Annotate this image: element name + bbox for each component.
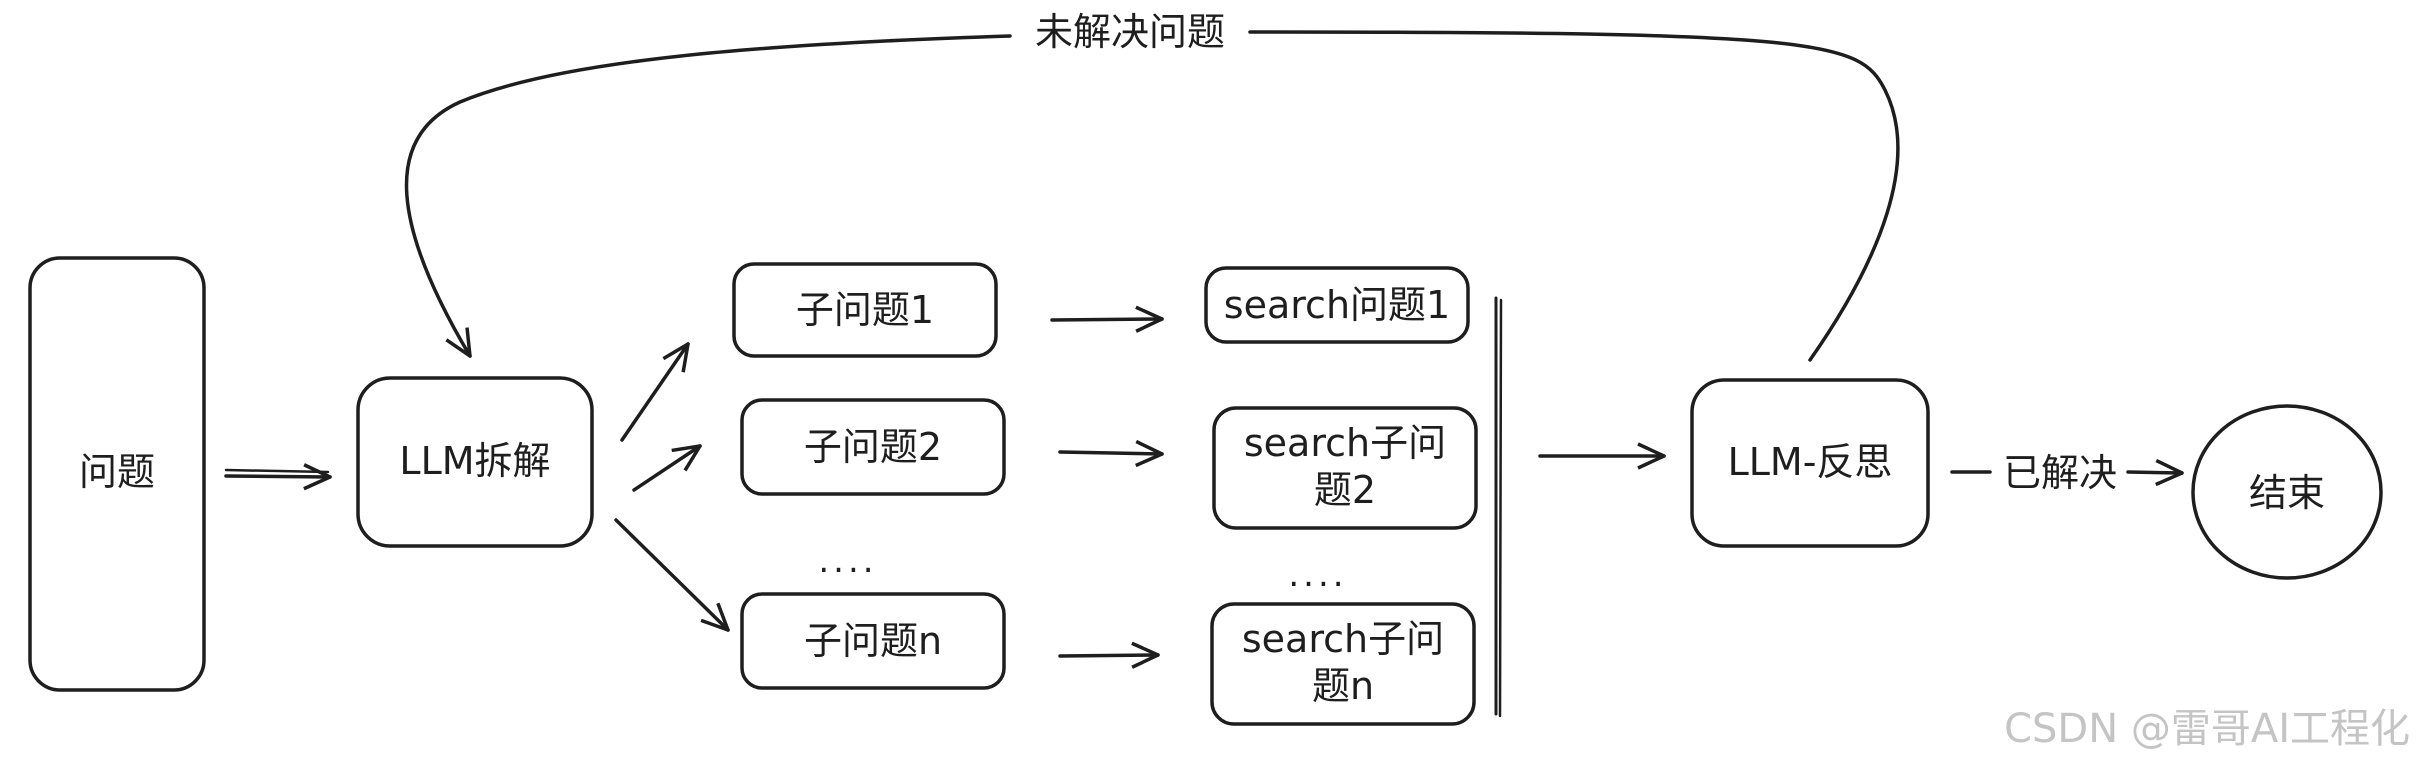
- node-question-label: 问题: [79, 450, 155, 494]
- arrow-reflect-to-decompose-a: [1248, 30, 1900, 362]
- node-sub2: 子问题2: [740, 398, 1006, 496]
- node-search1-label: search问题1: [1224, 283, 1450, 327]
- sub-ellipsis: ....: [818, 541, 877, 581]
- node-question: 问题: [28, 256, 206, 692]
- edge-label-resolved: 已解决: [2003, 451, 2117, 495]
- node-end: 结束: [2191, 404, 2383, 580]
- watermark: CSDN @雷哥AI工程化: [2004, 706, 2410, 752]
- node-search2: search子问 题2: [1212, 406, 1478, 530]
- node-searchn-label-line1: search子问: [1242, 617, 1444, 661]
- arrow-sub2-to-search2: [1058, 439, 1164, 468]
- node-decompose: LLM拆解: [356, 376, 594, 548]
- node-sub2-label: 子问题2: [804, 425, 942, 469]
- arrow-decompose-to-sub2: [632, 444, 702, 492]
- node-search2-label-line2: 题2: [1314, 468, 1376, 512]
- arrow-decompose-to-subn: [614, 518, 730, 632]
- node-reflect: LLM-反思: [1690, 378, 1930, 548]
- node-searchn: search子问 题n: [1210, 602, 1476, 726]
- node-subn-label: 子问题n: [804, 619, 942, 663]
- arrow-question-to-decompose: [224, 463, 332, 491]
- search-ellipsis: ....: [1288, 555, 1347, 595]
- arrow-reflect-to-decompose-b: [404, 34, 1012, 358]
- node-subn: 子问题n: [740, 592, 1006, 690]
- arrow-subn-to-searchn: [1058, 641, 1160, 669]
- edge-label-unresolved: 未解决问题: [1035, 10, 1225, 54]
- aggregation-bar: [1494, 296, 1503, 718]
- arrow-sub1-to-search1: [1050, 305, 1164, 333]
- node-sub1: 子问题1: [732, 262, 998, 358]
- node-decompose-label: LLM拆解: [399, 439, 550, 483]
- arrow-reflect-to-end-b: [2126, 458, 2184, 487]
- node-search1: search问题1: [1204, 266, 1470, 344]
- node-sub1-label: 子问题1: [796, 288, 934, 332]
- node-end-label: 结束: [2249, 471, 2325, 515]
- node-search2-label-line1: search子问: [1244, 421, 1446, 465]
- arrow-decompose-to-sub1: [620, 342, 690, 442]
- node-reflect-label: LLM-反思: [1728, 440, 1893, 484]
- arrows: [224, 30, 2184, 669]
- node-searchn-label-line2: 题n: [1312, 664, 1374, 708]
